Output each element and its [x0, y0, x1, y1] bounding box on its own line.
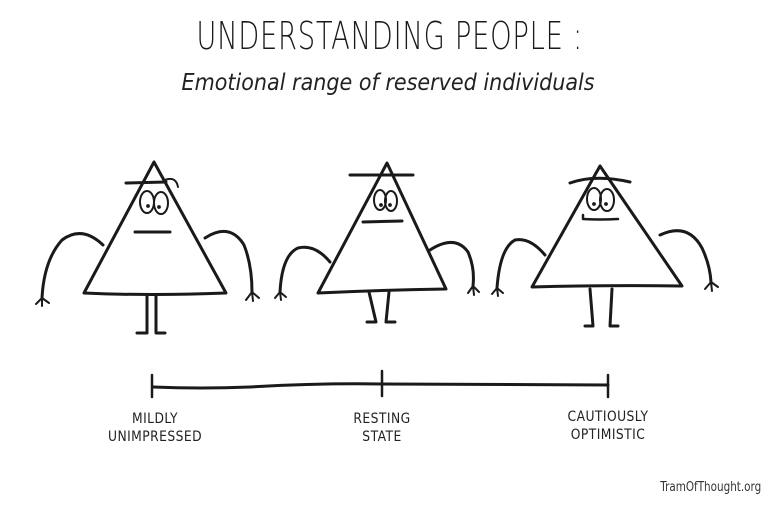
scale-label-cautiously-optimistic: CAUTIOUSLY OPTIMISTIC [567, 409, 649, 443]
scale-label-mildly-unimpressed: MILDLY UNIMPRESSED [107, 411, 203, 445]
resting-state-figure [274, 161, 480, 324]
emotional-range-scale [150, 369, 610, 399]
comic-title: UNDERSTANDING PEOPLE : [196, 14, 583, 58]
scale-label-resting-state: RESTING STATE [353, 411, 411, 445]
site-credit: TramOfThought.org [660, 480, 761, 495]
mildly-unimpressed-figure [35, 160, 260, 335]
cautiously-optimistic-figure [491, 164, 719, 328]
comic-subtitle: Emotional range of reserved individuals [181, 70, 595, 96]
